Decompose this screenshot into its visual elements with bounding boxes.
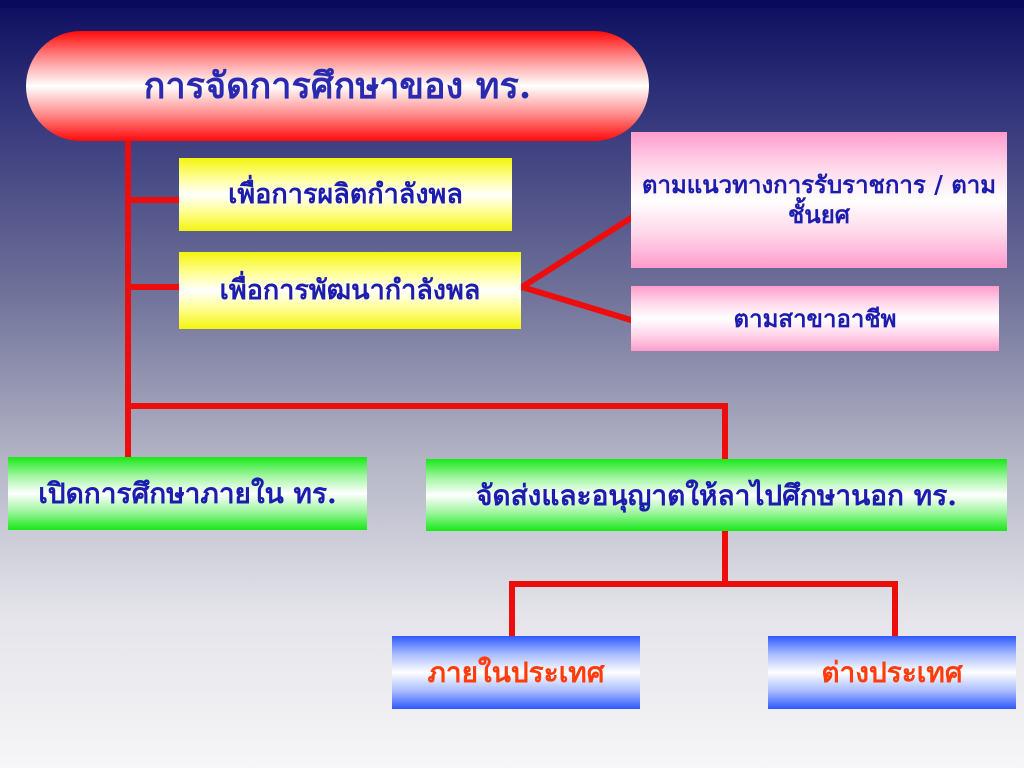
fork-field-line [518, 283, 635, 324]
internal-education-box: เปิดการศึกษาภายใน ทร. [8, 457, 367, 530]
domestic-box: ภายในประเทศ [392, 636, 640, 709]
develop-force-box: เพื่อการพัฒนากำลังพล [179, 252, 521, 329]
produce-force-box: เพื่อการผลิตกำลังพล [179, 158, 512, 231]
abroad-box: ต่างประเทศ [768, 636, 1016, 709]
professional-field-box: ตามสาขาอาชีพ [631, 286, 999, 351]
top-band [0, 0, 1024, 8]
career-path-box: ตามแนวทางการรับราชการ / ตามชั้นยศ [631, 132, 1007, 268]
title-pill: การจัดการศึกษาของ ทร. [26, 31, 649, 141]
external-education-box: จัดส่งและอนุญาตให้ลาไปศึกษานอก ทร. [426, 459, 1007, 531]
fork-career-line [517, 213, 636, 292]
